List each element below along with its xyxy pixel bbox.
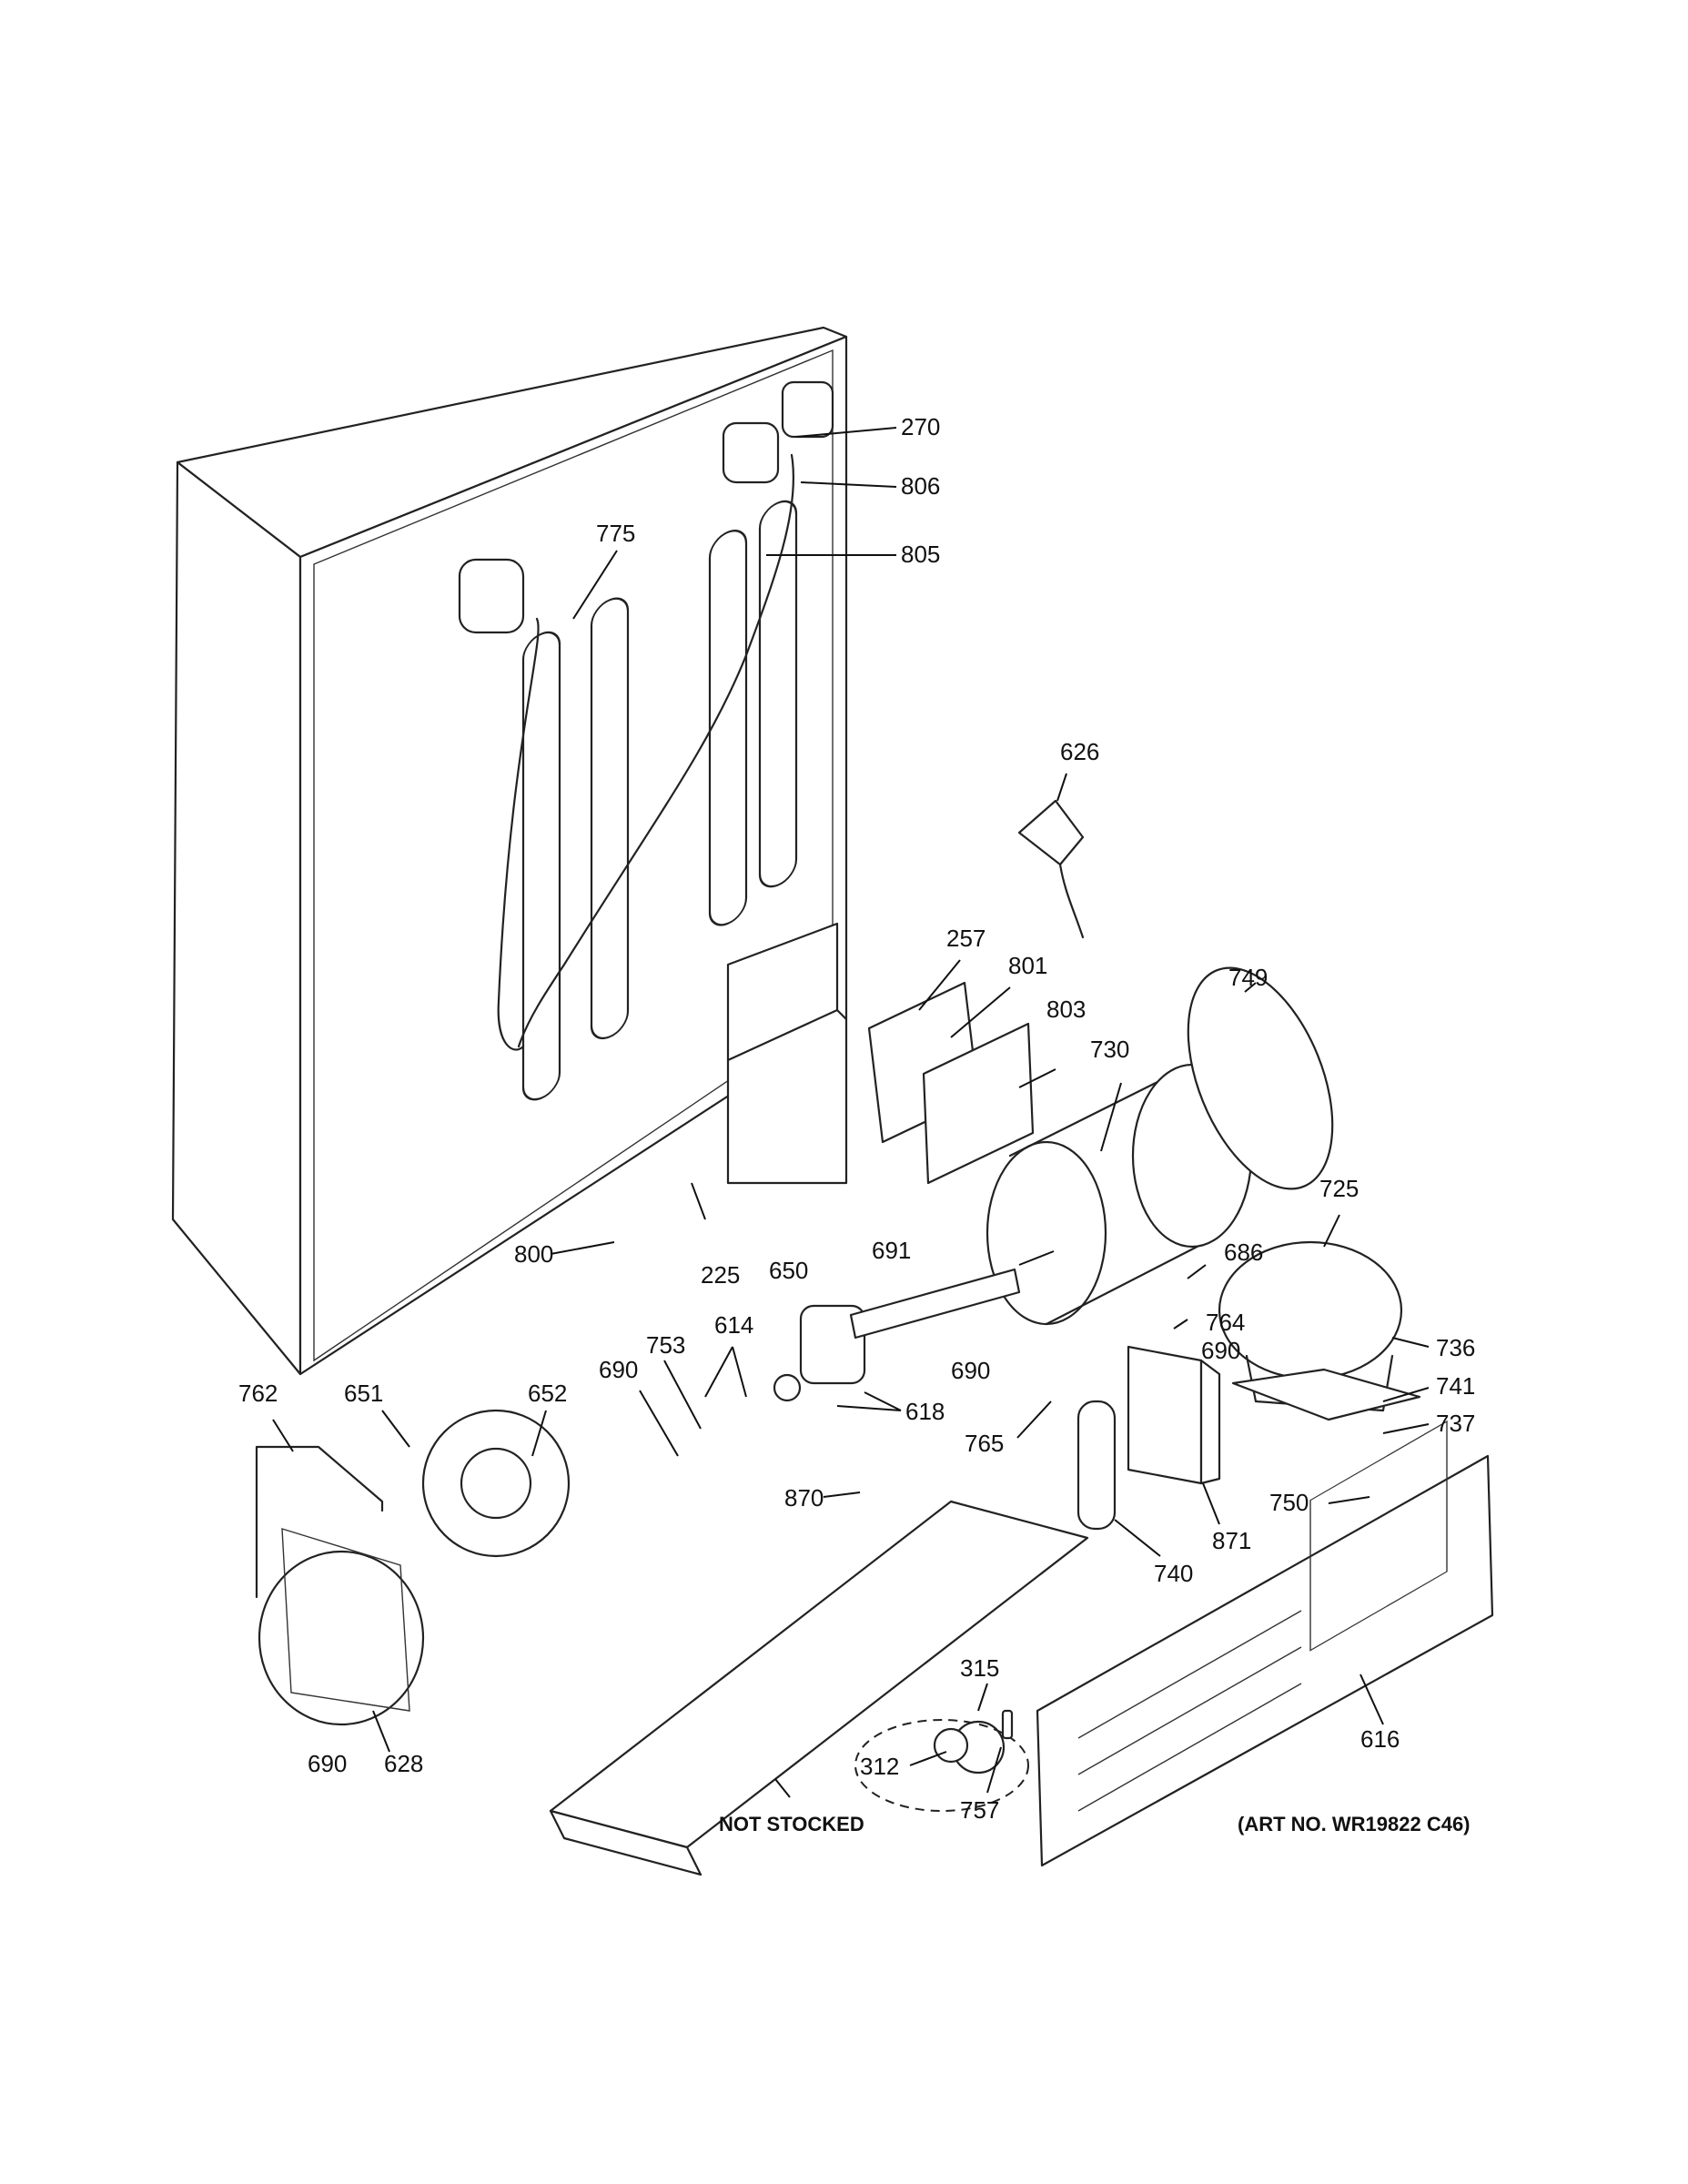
callout-690-bracket: 690 bbox=[951, 1357, 990, 1384]
callout-725: 725 bbox=[1319, 1175, 1359, 1202]
callout-753: 753 bbox=[646, 1331, 685, 1359]
callout-270: 270 bbox=[901, 413, 940, 440]
callout-650: 650 bbox=[769, 1257, 808, 1284]
callout-652: 652 bbox=[528, 1380, 567, 1407]
callout-800: 800 bbox=[514, 1240, 553, 1268]
callout-626: 626 bbox=[1060, 738, 1099, 765]
callout-757: 757 bbox=[960, 1796, 999, 1824]
fan-assembly bbox=[255, 1409, 571, 1726]
callout-616: 616 bbox=[1360, 1725, 1400, 1753]
callout-764: 764 bbox=[1206, 1309, 1245, 1336]
callout-740: 740 bbox=[1154, 1560, 1193, 1587]
callout-750: 750 bbox=[1269, 1489, 1309, 1516]
art-number: (ART NO. WR19822 C46) bbox=[1238, 1813, 1471, 1835]
rear-grille bbox=[1036, 1420, 1494, 1867]
callout-628: 628 bbox=[384, 1750, 423, 1777]
callout-805: 805 bbox=[901, 541, 940, 568]
callout-labels: 270 806 805 775 626 257 801 803 730 749 … bbox=[238, 413, 1475, 1835]
callout-741: 741 bbox=[1436, 1372, 1475, 1400]
control-board bbox=[867, 981, 1035, 1185]
callout-749: 749 bbox=[1228, 964, 1268, 991]
callout-651: 651 bbox=[344, 1380, 383, 1407]
fan-motor bbox=[773, 1268, 1021, 1402]
power-cord bbox=[1017, 799, 1085, 939]
callout-737: 737 bbox=[1436, 1410, 1475, 1437]
callout-686: 686 bbox=[1224, 1239, 1263, 1266]
callout-765: 765 bbox=[965, 1430, 1004, 1457]
callout-870: 870 bbox=[784, 1484, 824, 1512]
compressor bbox=[1218, 1240, 1421, 1421]
callout-775: 775 bbox=[596, 520, 635, 547]
dryer-and-inverter bbox=[1076, 1345, 1221, 1531]
cabinet-rear bbox=[171, 326, 848, 1376]
not-stocked-note: NOT STOCKED bbox=[719, 1813, 864, 1835]
callout-690-upper: 690 bbox=[1201, 1337, 1240, 1364]
callout-736: 736 bbox=[1436, 1334, 1475, 1361]
base-pan bbox=[549, 1500, 1089, 1876]
condenser-cover-disc bbox=[1187, 966, 1334, 1190]
leader-lines bbox=[272, 427, 1430, 1798]
callout-690-lower: 690 bbox=[308, 1750, 347, 1777]
callout-762: 762 bbox=[238, 1380, 278, 1407]
callout-730: 730 bbox=[1090, 1036, 1129, 1063]
callout-225: 225 bbox=[701, 1261, 740, 1289]
callout-614: 614 bbox=[714, 1311, 753, 1339]
callout-801: 801 bbox=[1008, 952, 1047, 979]
callout-871: 871 bbox=[1212, 1527, 1251, 1554]
callout-312: 312 bbox=[860, 1753, 899, 1780]
callout-315: 315 bbox=[960, 1654, 999, 1682]
callout-618: 618 bbox=[905, 1398, 945, 1425]
callout-803: 803 bbox=[1046, 996, 1086, 1023]
callout-806: 806 bbox=[901, 472, 940, 500]
callout-257: 257 bbox=[946, 925, 986, 952]
callout-691: 691 bbox=[872, 1237, 911, 1264]
callout-690-center: 690 bbox=[599, 1356, 638, 1383]
